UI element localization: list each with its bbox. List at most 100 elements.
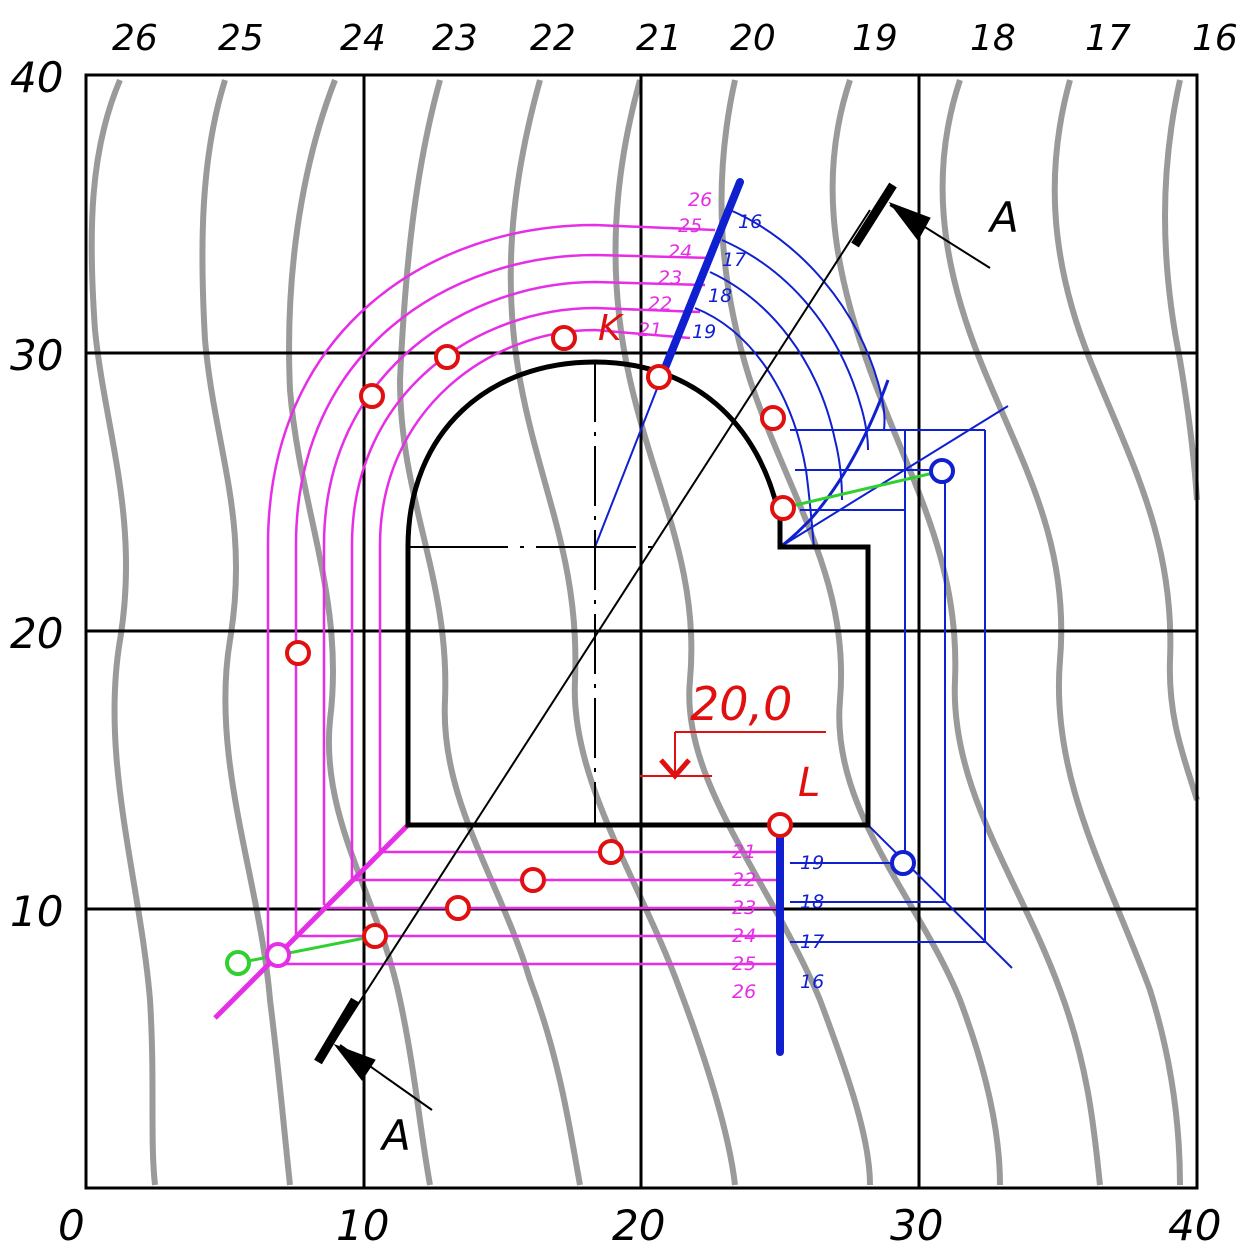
contour-label: 16 bbox=[1192, 18, 1238, 59]
axis-lines bbox=[408, 362, 660, 825]
magenta-scale-label: 24 bbox=[668, 241, 692, 263]
contour-label: 26 bbox=[112, 18, 158, 59]
left-axis-label: 30 bbox=[10, 331, 63, 380]
blue-arc bbox=[694, 307, 815, 549]
blue-construction bbox=[594, 181, 1013, 969]
red-point bbox=[760, 405, 786, 431]
magenta-offset-curve bbox=[350, 306, 701, 880]
blue-point bbox=[890, 850, 916, 876]
contour-label: 20 bbox=[730, 18, 776, 59]
elevation-marker bbox=[640, 731, 826, 780]
point-k-label: K bbox=[598, 308, 624, 349]
blue-curve bbox=[779, 379, 890, 549]
bottom-axis-label: 20 bbox=[612, 1201, 665, 1250]
grid-labels: 0 10 20 30 40 40 30 20 10 bbox=[10, 53, 1221, 1250]
magenta-offset-curve bbox=[266, 223, 716, 965]
green-link bbox=[782, 469, 943, 510]
level-arrow bbox=[659, 758, 691, 780]
point-labels: K L 20,0 bbox=[598, 308, 820, 806]
magenta-offset-curve bbox=[378, 328, 691, 852]
magenta-offset-curve bbox=[294, 253, 713, 935]
green-links bbox=[237, 469, 943, 965]
magenta-scale-label: 23 bbox=[732, 897, 756, 919]
contour-line bbox=[507, 79, 738, 1186]
blue-scale-label: 19 bbox=[692, 321, 716, 343]
magenta-scale-label: 21 bbox=[732, 841, 756, 863]
blue-scales bbox=[661, 178, 784, 1056]
contour-label: 21 bbox=[636, 18, 682, 59]
magenta-scale-label: 23 bbox=[658, 267, 682, 289]
blue-scale-label: 17 bbox=[722, 249, 746, 271]
magenta-offset-curve bbox=[322, 280, 706, 905]
contour-line bbox=[1051, 79, 1200, 801]
section-label-top: A bbox=[987, 193, 1019, 242]
contour-label: 24 bbox=[340, 18, 386, 59]
section-arrow-head bbox=[888, 201, 931, 241]
bottom-axis-label: 30 bbox=[890, 1201, 943, 1250]
contour-line bbox=[718, 79, 1003, 1186]
contour-label: 25 bbox=[218, 18, 264, 59]
contour-line bbox=[829, 79, 1103, 1186]
red-point bbox=[551, 325, 577, 351]
section-arrow-head bbox=[333, 1043, 376, 1081]
left-axis-label: 40 bbox=[10, 53, 63, 102]
elevation-label: 20,0 bbox=[690, 677, 792, 731]
magenta-scale-label: 22 bbox=[648, 293, 672, 315]
contour-label: 17 bbox=[1085, 18, 1131, 59]
bottom-axis-label: 0 bbox=[58, 1201, 85, 1250]
blue-scale-bar-top bbox=[661, 178, 744, 372]
blue-scale-label: 18 bbox=[708, 285, 732, 307]
magenta-scale-label: 25 bbox=[732, 953, 756, 975]
structure-contour bbox=[405, 359, 871, 828]
red-point bbox=[445, 895, 471, 921]
bottom-axis-label: 10 bbox=[336, 1201, 389, 1250]
blue-slope-line bbox=[867, 824, 1013, 969]
magenta-slope-line bbox=[213, 823, 410, 1020]
blue-arc bbox=[729, 209, 886, 431]
contour-line bbox=[612, 79, 873, 1186]
section-label-bottom: A bbox=[379, 1111, 411, 1160]
red-point bbox=[598, 839, 624, 865]
blue-scale-label: 19 bbox=[800, 852, 824, 874]
blue-scale-label: 16 bbox=[800, 971, 824, 993]
blue-arc bbox=[709, 271, 843, 501]
point-l-label: L bbox=[798, 760, 820, 806]
contour-label: 23 bbox=[432, 18, 478, 59]
magenta-scale-label: 25 bbox=[678, 215, 702, 237]
green-link bbox=[237, 934, 376, 965]
section-cut-line bbox=[334, 209, 871, 1041]
coordinate-grid bbox=[84, 73, 1199, 1190]
magenta-scale-label: 26 bbox=[688, 189, 712, 211]
contour-label: 18 bbox=[970, 18, 1016, 59]
blue-scale-label: 18 bbox=[800, 891, 824, 913]
red-point bbox=[520, 867, 546, 893]
points bbox=[225, 325, 955, 976]
contour-line bbox=[396, 79, 583, 1186]
bottom-axis-label: 40 bbox=[1168, 1201, 1221, 1250]
contour-line bbox=[286, 78, 433, 1186]
blue-point bbox=[929, 458, 955, 484]
red-point bbox=[285, 640, 311, 666]
blue-scale-label: 17 bbox=[800, 931, 824, 953]
red-point bbox=[362, 923, 388, 949]
section-end-mark bbox=[851, 182, 897, 248]
contour-lines bbox=[88, 78, 1200, 1186]
structure-outline bbox=[405, 359, 871, 828]
left-axis-label: 10 bbox=[10, 887, 63, 936]
left-axis-label: 20 bbox=[10, 609, 63, 658]
section-line bbox=[314, 182, 991, 1111]
contour-label-row: 26 25 24 23 22 21 20 19 18 17 16 bbox=[112, 18, 1238, 59]
section-end-mark bbox=[314, 997, 359, 1065]
contour-label: 22 bbox=[530, 18, 576, 59]
blue-scale-label: 16 bbox=[738, 211, 762, 233]
red-point bbox=[434, 344, 460, 370]
magenta-scale-label: 24 bbox=[732, 925, 756, 947]
contour-line bbox=[1162, 79, 1200, 501]
magenta-scale-label: 21 bbox=[638, 319, 662, 341]
magenta-scale-labels-top: 26 25 24 23 22 21 bbox=[638, 189, 712, 341]
red-point bbox=[767, 812, 793, 838]
blue-scale-labels-bottom: 19 18 17 16 bbox=[800, 852, 824, 993]
red-point bbox=[646, 364, 672, 390]
